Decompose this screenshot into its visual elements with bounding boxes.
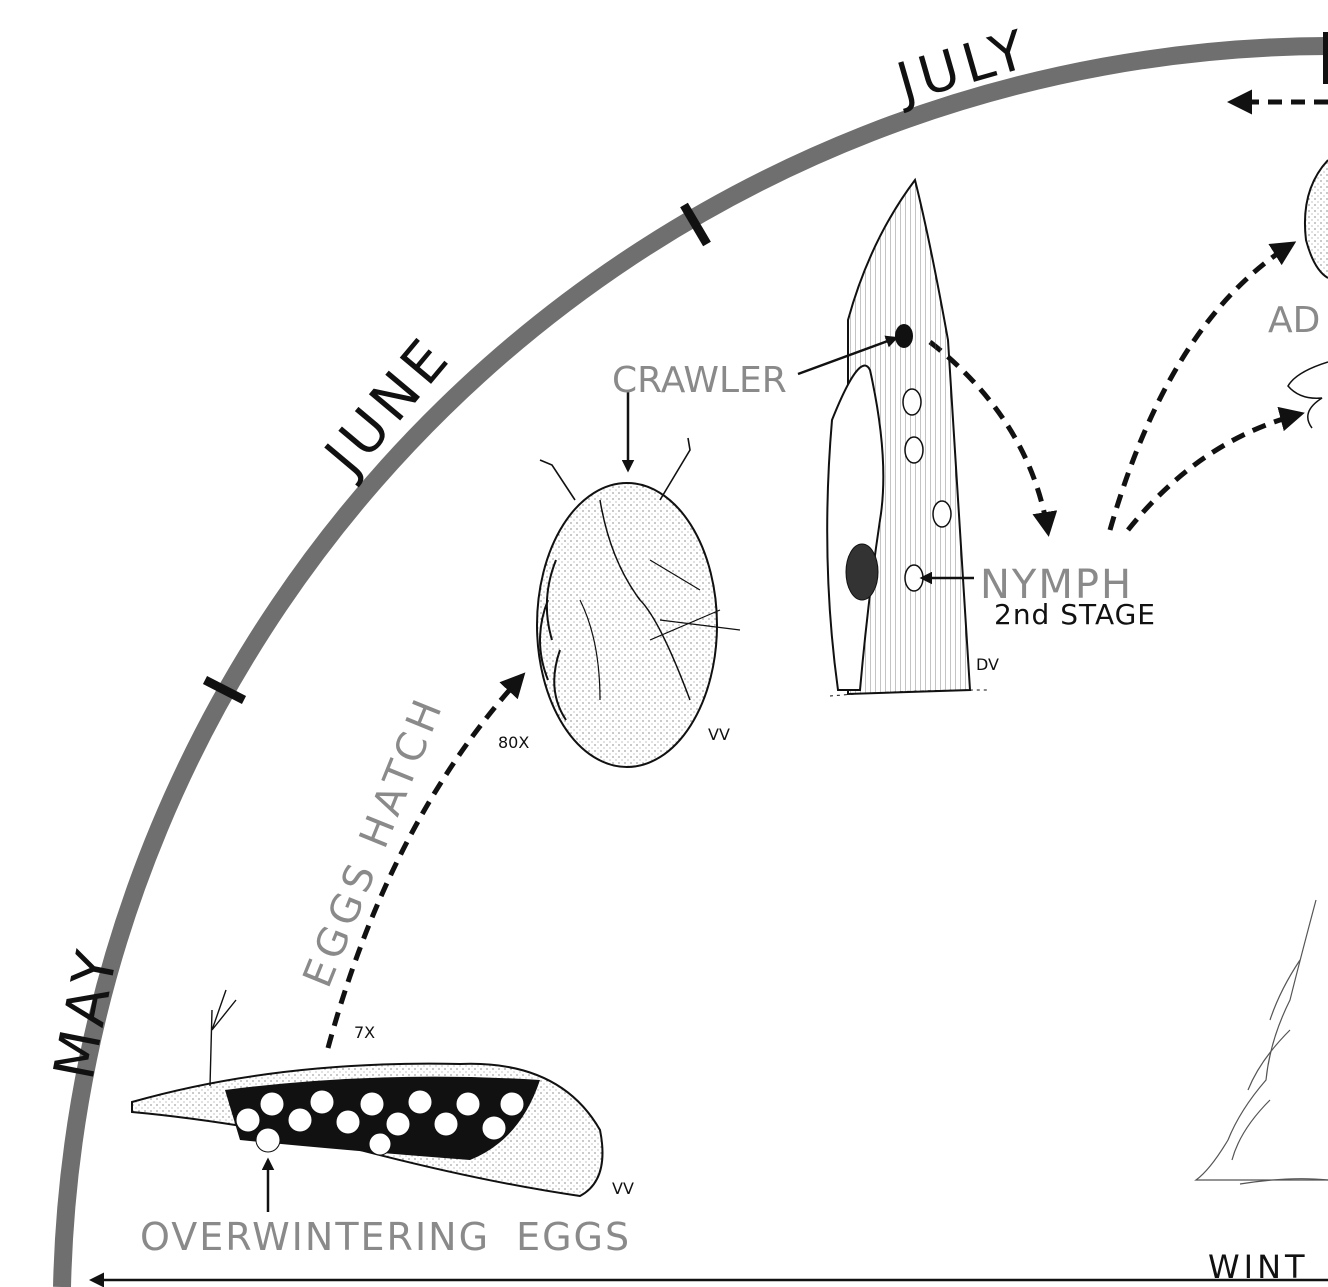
nymph-to-adult-arrow-2 — [1128, 414, 1300, 530]
egg-sac-illustration — [132, 990, 603, 1196]
month-label-may: MAY — [42, 940, 131, 1084]
eggs-view-label: VV — [612, 1179, 634, 1198]
adult-male-sketch — [1288, 362, 1328, 428]
crawler-view-label: VV — [708, 725, 730, 744]
magnification-80x: 80X — [498, 733, 529, 752]
overwintering-eggs-label: OVERWINTERING EGGS — [140, 1215, 631, 1259]
nymph-to-adult-arrow-1 — [1110, 244, 1292, 530]
magnification-7x: 7X — [354, 1023, 375, 1042]
crawler-illustration — [537, 438, 740, 767]
adult-sketch — [1305, 160, 1328, 278]
winter-label: WINT — [1208, 1248, 1309, 1286]
winter-tree-sketch — [1196, 900, 1328, 1184]
needle-illustration — [827, 180, 990, 696]
crawler-label: CRAWLER — [612, 360, 787, 401]
eggs-hatch-label: EGGS HATCH — [295, 689, 454, 993]
adult-label: AD — [1268, 300, 1320, 341]
nymph-stage-label: 2nd STAGE — [994, 598, 1156, 631]
needle-view-label: DV — [976, 655, 999, 674]
